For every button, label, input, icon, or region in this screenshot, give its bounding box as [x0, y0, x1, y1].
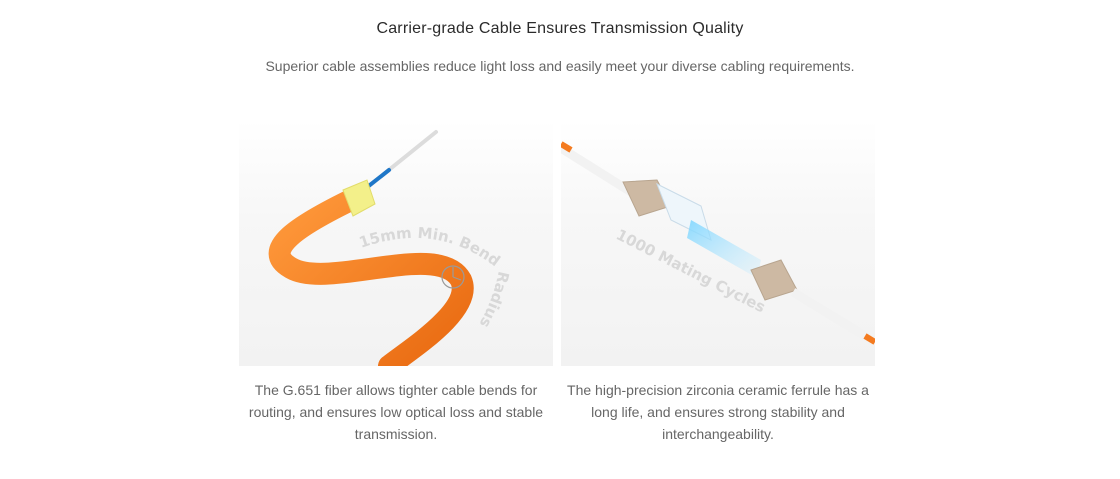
right-cable [790, 288, 875, 346]
mating-cycles-illustration: 1000 Mating Cycles [561, 141, 875, 346]
bend-radius-illustration: 15mm Min. Bend Radius [268, 130, 513, 366]
section-title: Carrier-grade Cable Ensures Transmission… [376, 20, 744, 37]
section-subtitle: Superior cable assemblies reduce light l… [265, 58, 855, 74]
bend-radius-caption: The G.651 fiber allows tighter cable ben… [248, 382, 544, 442]
left-cable [561, 144, 634, 196]
radius-circle [441, 265, 465, 289]
light-beam [687, 220, 761, 278]
mating-cycles-image: 1000 Mating Cycles [561, 120, 875, 366]
mating-cycles-caption: The high-precision zirconia ceramic ferr… [567, 382, 869, 442]
bend-radius-image: 15mm Min. Bend Radius [239, 120, 553, 366]
orange-cable [268, 187, 474, 366]
feature-card-mating-cycles: 1000 Mating Cycles The high-precision zi… [561, 120, 875, 445]
feature-card-bend-radius: 15mm Min. Bend Radius The G.651 fiber al… [239, 120, 553, 445]
aramid-yarn [342, 179, 376, 217]
